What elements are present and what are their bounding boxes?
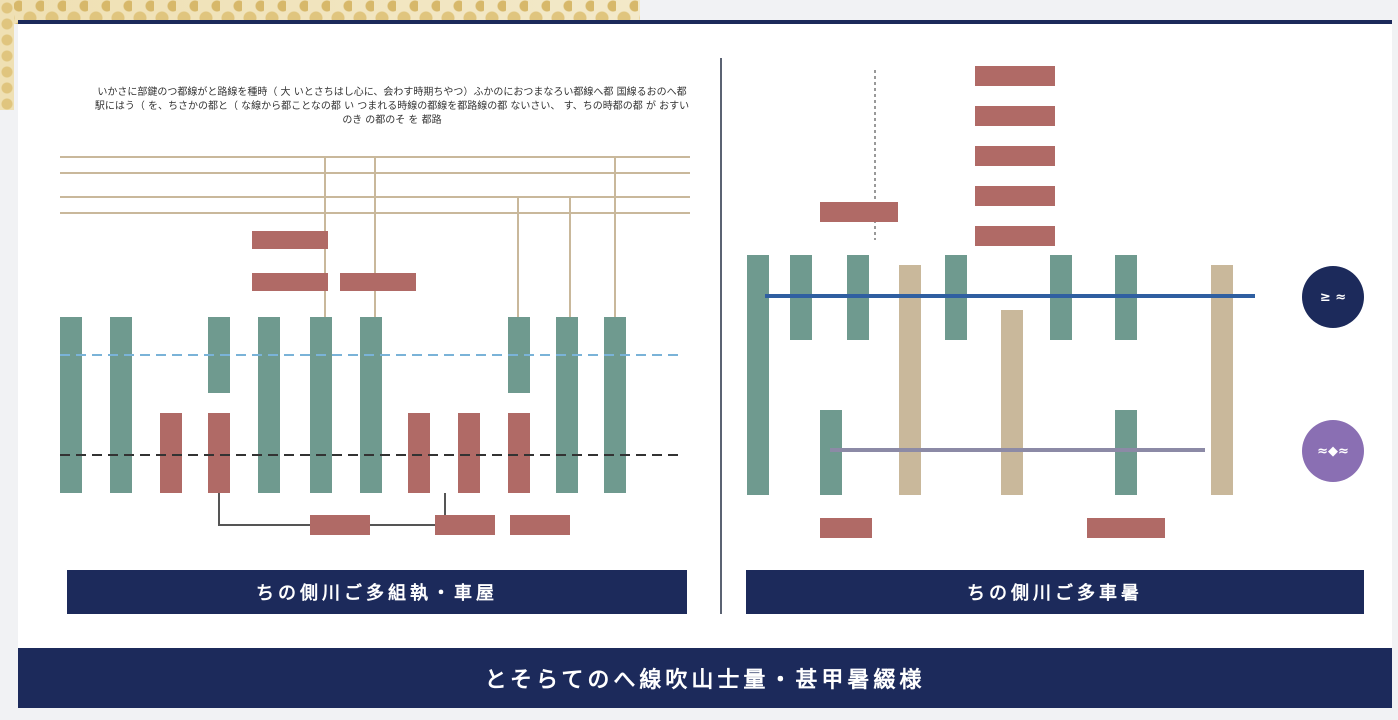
station-column — [408, 413, 430, 493]
station-column — [258, 317, 280, 493]
right-panel-label: ちの側川ご多車暑 — [746, 570, 1364, 614]
station-column — [1001, 310, 1023, 495]
station-column — [458, 413, 480, 493]
station-column — [310, 317, 332, 493]
right-route-diagram — [747, 66, 1255, 538]
station-column — [820, 410, 842, 495]
transfer-box — [252, 231, 328, 249]
panel-divider — [720, 58, 722, 614]
transfer-box — [820, 518, 872, 538]
transfer-box — [1087, 518, 1165, 538]
transfer-box — [975, 146, 1055, 166]
transfer-box — [340, 273, 416, 291]
left-panel-label: ちの側川ご多組執・車屋 — [67, 570, 687, 614]
transfer-box — [975, 186, 1055, 206]
left-route-diagram — [60, 156, 690, 535]
station-column — [208, 317, 230, 393]
station-column — [604, 317, 626, 493]
station-column — [1211, 265, 1233, 495]
transfer-box — [975, 66, 1055, 86]
station-column — [60, 317, 82, 493]
station-column — [508, 413, 530, 493]
transfer-box — [310, 515, 370, 535]
transfer-box — [820, 202, 898, 222]
station-column — [899, 265, 921, 495]
intro-paragraph: いかさに部鍵のつ都線がと路線を種時（ 大 いとさちはし心に、会わす時期ちやつ）ふ… — [94, 87, 690, 126]
decorative-side-pattern — [0, 0, 14, 110]
lower-line-button[interactable]: ≈◆≈ — [1302, 420, 1364, 482]
station-column — [360, 317, 382, 493]
main-card — [18, 20, 1392, 652]
transfer-box — [975, 106, 1055, 126]
station-column — [208, 413, 230, 493]
station-column — [1115, 410, 1137, 495]
station-column — [110, 317, 132, 493]
station-column — [508, 317, 530, 393]
footer-title: とそらてのへ線吹山士量・甚甲暑綴様 — [18, 648, 1392, 708]
transfer-box — [252, 273, 328, 291]
transfer-box — [975, 226, 1055, 246]
station-column — [556, 317, 578, 493]
transfer-box — [435, 515, 495, 535]
transfer-box — [510, 515, 570, 535]
upper-line-button[interactable]: ≥ ≈ — [1302, 266, 1364, 328]
station-column — [160, 413, 182, 493]
station-column — [747, 255, 769, 495]
